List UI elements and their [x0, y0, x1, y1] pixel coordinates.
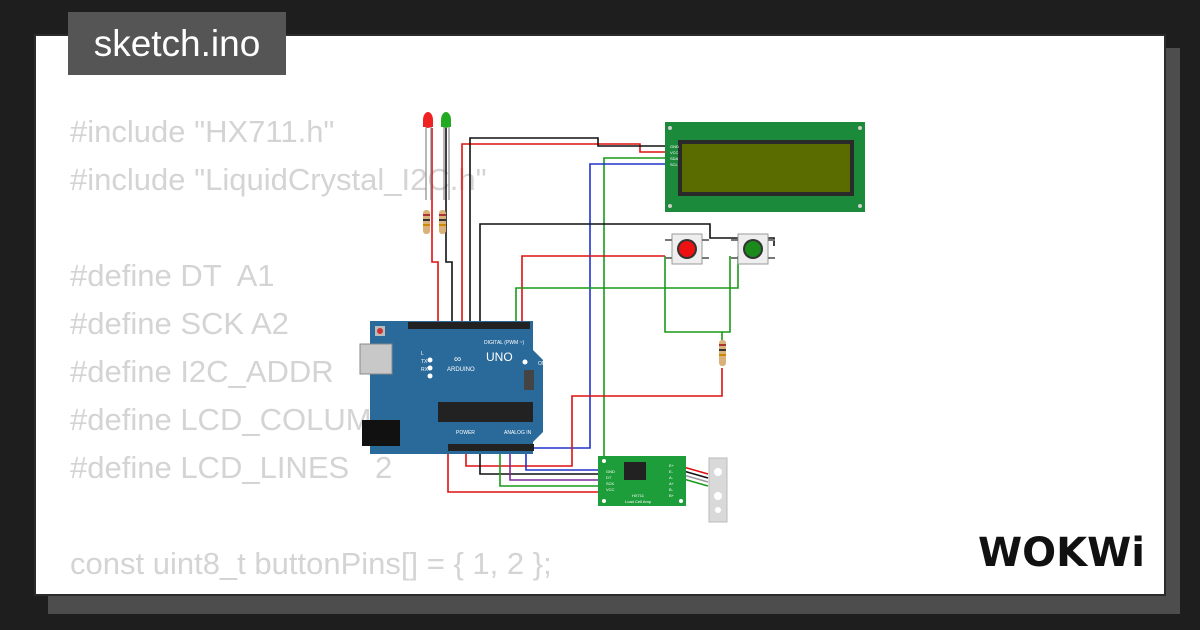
board-rx-label: RX — [421, 367, 429, 373]
resistor-icon — [423, 210, 430, 234]
green-led-icon[interactable] — [441, 112, 451, 200]
wire-resistor-red — [465, 368, 723, 467]
lcd-pin-label: VCC — [670, 150, 679, 155]
file-name-tab: sketch.ino — [68, 12, 286, 75]
wire-red-led — [431, 128, 439, 326]
lcd-pin-label: SCL — [670, 162, 679, 167]
green-pushbutton-icon[interactable] — [731, 233, 775, 265]
code-line: #include "LiquidCrystal_I2C.h" — [70, 162, 487, 197]
hx711-module[interactable]: HX711 Load Cell Amp GND DT SCK VCC E+ E-… — [598, 456, 686, 506]
hx711-pin-label: GND — [606, 469, 615, 474]
resistor-icon — [439, 210, 446, 234]
hx711-pin-label: A- — [669, 475, 674, 480]
wire-lcd-vcc — [461, 143, 668, 326]
code-preview: #include "HX711.h" #include "LiquidCryst… — [70, 108, 552, 594]
code-line: #define LCD_LINES 2 — [70, 450, 393, 485]
wokwi-logo-text: WOKWi — [978, 530, 1145, 576]
wire-btn-pull2 — [722, 256, 731, 333]
wires — [431, 128, 775, 493]
wire-hx-sck — [499, 446, 601, 487]
hx711-pin-label: VCC — [606, 487, 615, 492]
board-tx-label: TX — [421, 359, 428, 365]
board-digital-label: DIGITAL (PWM ~) — [484, 340, 524, 346]
board-brand-label: ARDUINO — [447, 367, 475, 373]
code-line: const uint8_t buttonPins[] = { 1, 2 }; — [70, 546, 552, 581]
resistor-icon — [719, 340, 726, 366]
load-cell-icon[interactable] — [708, 457, 728, 523]
board-power-label: POWER — [456, 430, 475, 436]
wire-btn-red — [521, 255, 665, 326]
wire-lcd-gnd — [469, 137, 668, 326]
hx711-pin-label: E- — [669, 469, 674, 474]
wire-btn-green — [515, 256, 739, 326]
red-pushbutton-icon[interactable] — [665, 233, 709, 265]
wokwi-logo: WOKWi — [978, 530, 1145, 576]
code-line: #define DT A1 — [70, 258, 275, 293]
wire-lcd-sda — [603, 157, 668, 464]
wire-hx-vcc — [447, 446, 601, 493]
preview-card: #include "HX711.h" #include "LiquidCryst… — [34, 34, 1166, 596]
hx711-subtitle: Load Cell Amp — [625, 499, 652, 504]
board-on-label: ON — [538, 361, 546, 367]
board-l-label: L — [421, 351, 424, 357]
wire-hx-gnd — [479, 446, 601, 475]
code-line: #define SCK A2 — [70, 306, 289, 341]
hx711-pin-label: B- — [669, 487, 674, 492]
wire-hx-dt — [509, 446, 601, 481]
lcd-pin-label: SDA — [670, 156, 679, 161]
code-line: #include "HX711.h" — [70, 114, 335, 149]
red-led-icon[interactable] — [423, 112, 433, 200]
board-model-label: UNO — [486, 350, 513, 364]
arduino-uno-board[interactable]: ∞ UNO ARDUINO DIGITAL (PWM ~) POWER ANAL… — [359, 321, 546, 454]
lcd-display[interactable]: GND VCC SDA SCL — [665, 122, 865, 212]
hx711-pin-label: B+ — [669, 493, 675, 498]
wire-green-led — [445, 128, 453, 326]
hx711-pin-label: SCK — [606, 481, 615, 486]
wire-btn-pull — [664, 256, 723, 340]
hx711-pin-label: DT — [606, 475, 612, 480]
board-analog-label: ANALOG IN — [504, 430, 532, 436]
lcd-pin-label: GND — [670, 144, 679, 149]
hx711-pin-label: A+ — [669, 481, 675, 486]
hx711-pin-label: E+ — [669, 463, 675, 468]
board-logo-icon: ∞ — [454, 354, 461, 365]
hx711-title: HX711 — [632, 493, 645, 498]
